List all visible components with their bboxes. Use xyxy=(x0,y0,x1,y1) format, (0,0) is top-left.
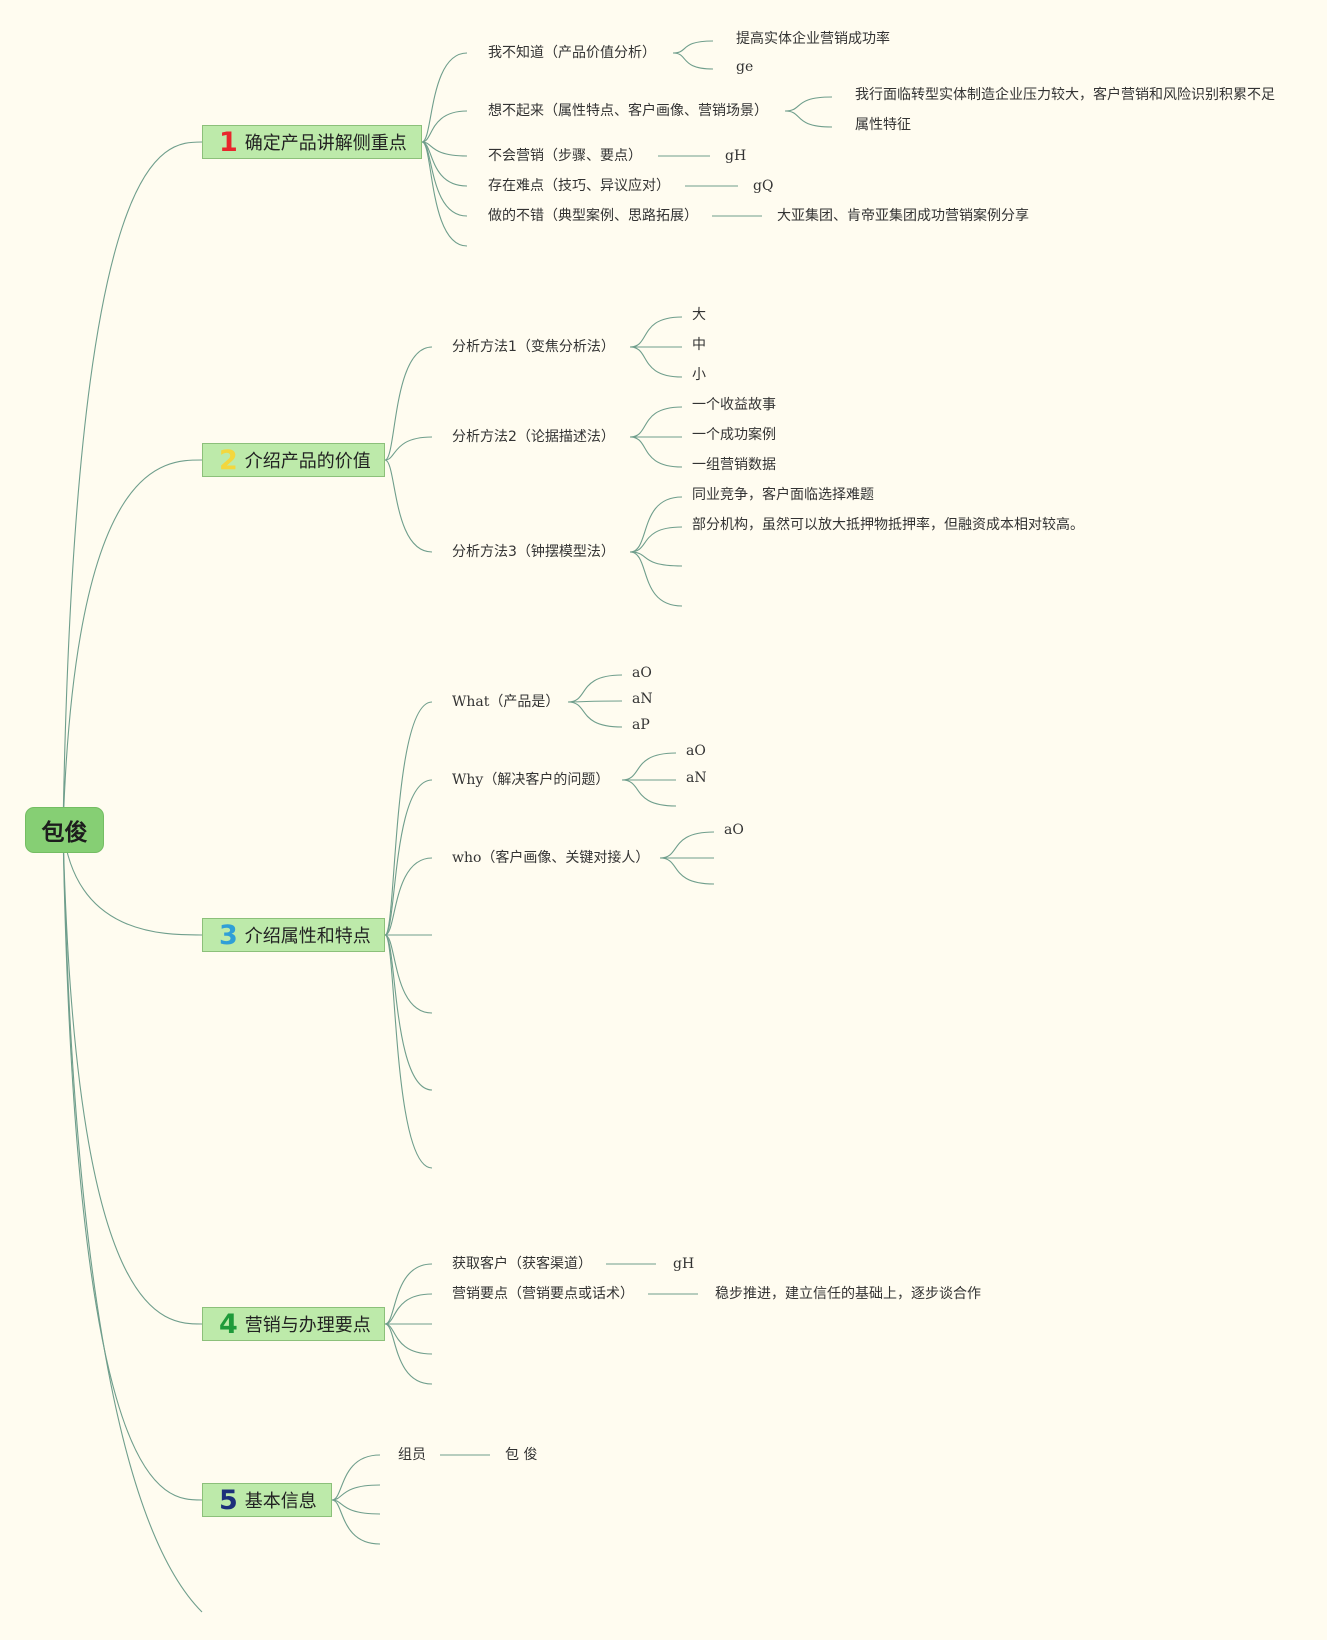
branch-item[interactable]: 想不起来（属性特点、客户画像、营销场景） xyxy=(488,103,768,119)
topic-label: 确定产品讲解侧重点 xyxy=(244,133,407,154)
leaf-item[interactable]: 我行面临转型实体制造企业压力较大，客户营销和风险识别积累不足 xyxy=(855,87,1275,103)
branch-item[interactable]: Why（解决客户的问题） xyxy=(452,772,610,788)
topic-number: 5 xyxy=(219,1484,238,1516)
leaf-item[interactable]: 包 俊 xyxy=(505,1447,538,1463)
branch-item[interactable]: 分析方法1（变焦分析法） xyxy=(452,339,615,355)
leaf-item[interactable]: aN xyxy=(632,691,653,707)
topic-label: 介绍属性和特点 xyxy=(244,926,371,947)
leaf-item[interactable]: aN xyxy=(686,770,707,786)
leaf-item[interactable]: 属性特征 xyxy=(855,117,911,133)
topic-5[interactable]: 5 基本信息 xyxy=(202,1483,332,1517)
leaf-item[interactable]: aO xyxy=(724,822,744,838)
topic-3[interactable]: 3 介绍属性和特点 xyxy=(202,918,385,952)
leaf-item[interactable]: aO xyxy=(686,743,706,759)
branch-item[interactable]: 组员 xyxy=(398,1447,426,1463)
leaf-item[interactable]: gQ xyxy=(753,178,774,194)
topic-4[interactable]: 4 营销与办理要点 xyxy=(202,1307,385,1341)
branch-item[interactable]: who（客户画像、关键对接人） xyxy=(452,850,650,866)
branch-item[interactable]: 做的不错（典型案例、思路拓展） xyxy=(488,208,698,224)
topic-1[interactable]: 1 确定产品讲解侧重点 xyxy=(202,125,422,159)
leaf-item[interactable]: gH xyxy=(673,1256,695,1272)
branch-item[interactable]: 获取客户（获客渠道） xyxy=(452,1256,592,1272)
leaf-item[interactable]: 同业竞争，客户面临选择难题 xyxy=(692,487,874,503)
topic-2[interactable]: 2 介绍产品的价值 xyxy=(202,443,385,477)
topic-number: 4 xyxy=(219,1308,238,1340)
leaf-item[interactable]: 提高实体企业营销成功率 xyxy=(736,31,890,47)
leaf-item[interactable]: 稳步推进，建立信任的基础上，逐步谈合作 xyxy=(715,1286,981,1302)
topic-number: 3 xyxy=(219,919,238,951)
branch-item[interactable]: 我不知道（产品价值分析） xyxy=(488,45,656,61)
topic-label: 营销与办理要点 xyxy=(244,1315,371,1336)
leaf-item[interactable]: 一个收益故事 xyxy=(692,397,776,413)
leaf-item[interactable]: 大 xyxy=(692,307,706,323)
branch-item[interactable]: 存在难点（技巧、异议应对） xyxy=(488,178,670,194)
leaf-item[interactable]: 中 xyxy=(692,337,706,353)
leaf-item[interactable]: ge xyxy=(736,59,754,75)
topic-number: 1 xyxy=(219,126,238,158)
leaf-item[interactable]: aP xyxy=(632,717,650,733)
branch-item[interactable]: What（产品是） xyxy=(452,694,560,710)
leaf-item[interactable]: gH xyxy=(725,148,747,164)
branch-item[interactable]: 不会营销（步骤、要点） xyxy=(488,148,642,164)
leaf-item[interactable]: aO xyxy=(632,665,652,681)
topic-label: 基本信息 xyxy=(244,1491,317,1512)
branch-item[interactable]: 营销要点（营销要点或话术） xyxy=(452,1286,634,1302)
root-node[interactable]: 包俊 xyxy=(25,807,104,853)
topic-label: 介绍产品的价值 xyxy=(244,451,371,472)
branch-item[interactable]: 分析方法3（钟摆模型法） xyxy=(452,544,615,560)
leaf-item[interactable]: 部分机构，虽然可以放大抵押物抵押率，但融资成本相对较高。 xyxy=(692,517,1084,533)
topic-number: 2 xyxy=(219,444,238,476)
leaf-item[interactable]: 一组营销数据 xyxy=(692,457,776,473)
leaf-item[interactable]: 一个成功案例 xyxy=(692,427,776,443)
leaf-item[interactable]: 大亚集团、肯帝亚集团成功营销案例分享 xyxy=(777,208,1029,224)
leaf-item[interactable]: 小 xyxy=(692,367,706,383)
branch-item[interactable]: 分析方法2（论据描述法） xyxy=(452,429,615,445)
